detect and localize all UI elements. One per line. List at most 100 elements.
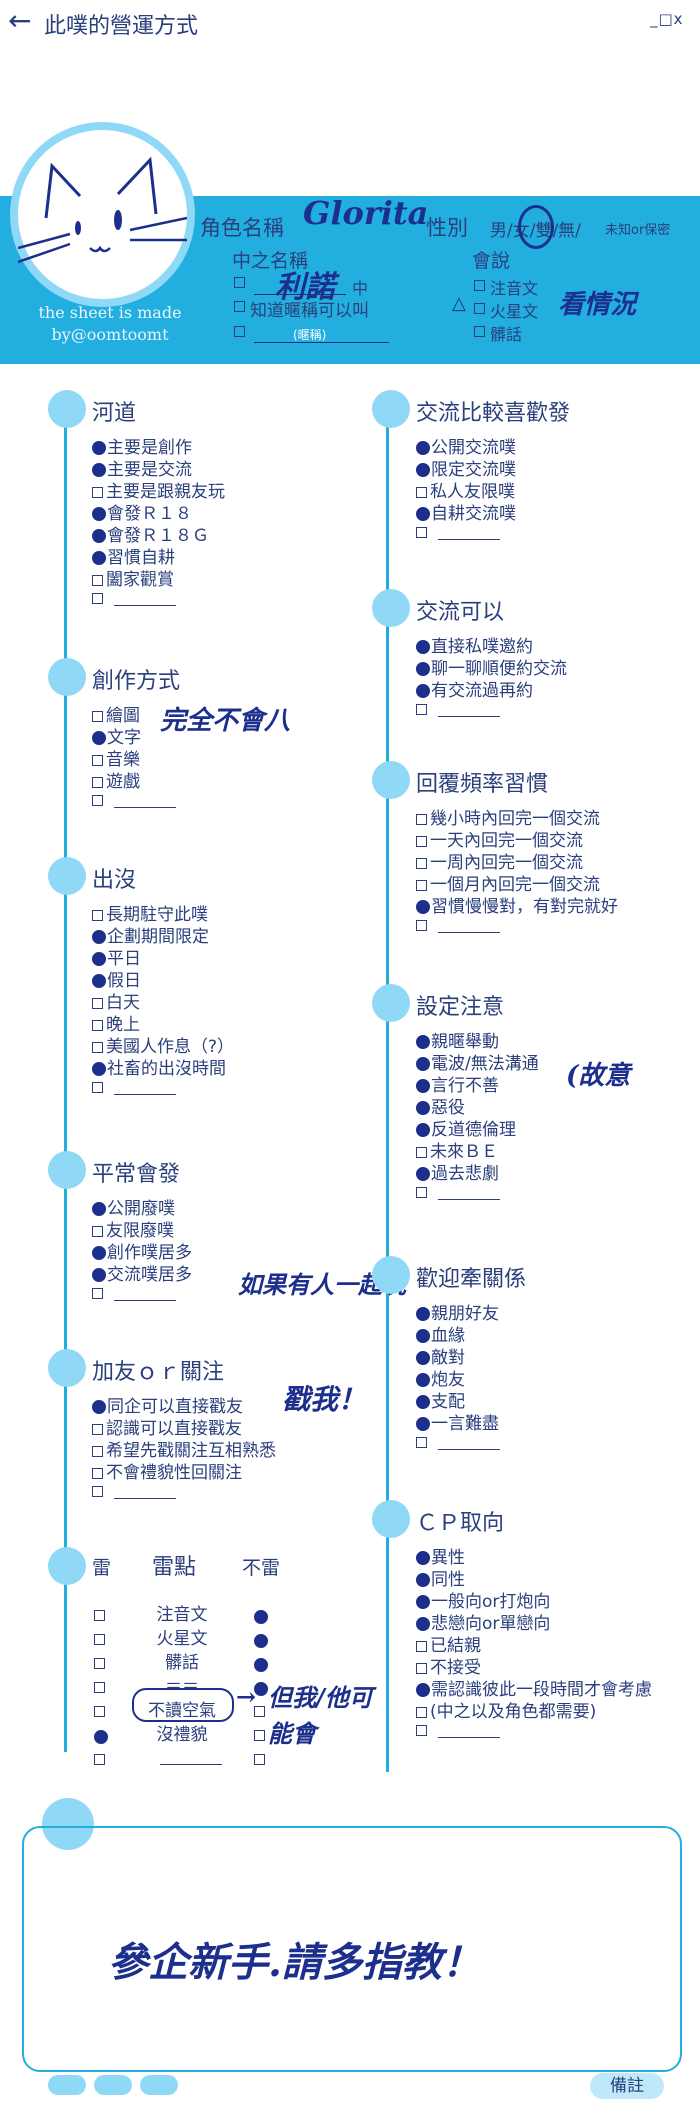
checklist-item[interactable]: 創作噗居多 xyxy=(92,1242,192,1264)
blank-line[interactable] xyxy=(438,1185,500,1200)
checklist-item[interactable]: 同性 xyxy=(416,1569,652,1591)
checklist-item[interactable]: 言行不善 xyxy=(416,1075,539,1097)
mine-checkbox[interactable] xyxy=(94,1610,105,1621)
safe-checkbox[interactable] xyxy=(254,1730,265,1741)
unchecked-box[interactable] xyxy=(92,486,103,498)
checked-box[interactable] xyxy=(92,529,106,543)
mine-checkbox[interactable] xyxy=(94,1634,105,1645)
checklist-item[interactable]: 會發Ｒ１８Ｇ xyxy=(92,525,225,547)
checklist-item[interactable]: 直接私噗邀約 xyxy=(416,636,567,658)
blank-line[interactable] xyxy=(114,591,176,606)
safe-checkbox[interactable] xyxy=(254,1706,265,1717)
checked-box[interactable] xyxy=(416,1123,430,1137)
alias-option-checkbox[interactable] xyxy=(234,301,245,312)
unchecked-box[interactable] xyxy=(92,1082,103,1093)
safe-checkbox[interactable] xyxy=(254,1658,268,1672)
checked-box[interactable] xyxy=(416,1417,430,1431)
checklist-item[interactable]: 友限廢噗 xyxy=(92,1220,192,1242)
checked-box[interactable] xyxy=(92,441,106,455)
checklist-item[interactable]: 同企可以直接戳友 xyxy=(92,1396,276,1418)
checklist-item[interactable]: 惡役 xyxy=(416,1097,539,1119)
checked-box[interactable] xyxy=(416,640,430,654)
unchecked-box[interactable] xyxy=(416,1706,427,1718)
unchecked-box[interactable] xyxy=(92,1486,103,1497)
unchecked-box[interactable] xyxy=(92,1019,103,1031)
checked-box[interactable] xyxy=(416,1551,430,1565)
checklist-item[interactable]: 公開交流噗 xyxy=(416,437,516,459)
unchecked-box[interactable] xyxy=(416,813,427,825)
checked-box[interactable] xyxy=(92,463,106,477)
window-controls[interactable]: _□x xyxy=(650,10,684,28)
checklist-item[interactable]: 幾小時內回完一個交流 xyxy=(416,808,618,830)
mine-checkbox[interactable] xyxy=(94,1706,105,1717)
blank-item[interactable] xyxy=(416,918,618,933)
blank-item[interactable] xyxy=(416,525,516,540)
blank-item[interactable] xyxy=(416,1435,500,1450)
blank-line[interactable] xyxy=(114,1286,176,1301)
blank-item[interactable] xyxy=(92,591,225,606)
checked-box[interactable] xyxy=(416,662,430,676)
speak-checkbox-1[interactable] xyxy=(474,280,485,291)
checked-box[interactable] xyxy=(92,551,106,565)
pill-3[interactable] xyxy=(140,2075,178,2095)
checklist-item[interactable]: 已結親 xyxy=(416,1635,652,1657)
checklist-item[interactable]: 企劃期間限定 xyxy=(92,926,234,948)
checklist-item[interactable]: 一個月內回完一個交流 xyxy=(416,874,618,896)
checklist-item[interactable]: 白天 xyxy=(92,992,234,1014)
alias-checkbox[interactable] xyxy=(234,277,245,288)
unchecked-box[interactable] xyxy=(92,754,103,766)
checklist-item[interactable]: 需認識彼此一段時間才會考慮 xyxy=(416,1679,652,1701)
checklist-item[interactable]: 過去悲劇 xyxy=(416,1163,539,1185)
blank-item[interactable] xyxy=(416,1723,652,1738)
checklist-item[interactable]: 一言難盡 xyxy=(416,1413,500,1435)
checklist-item[interactable]: 有交流過再約 xyxy=(416,680,567,702)
checklist-item[interactable]: 電波/無法溝通 xyxy=(416,1053,539,1075)
unchecked-box[interactable] xyxy=(416,1437,427,1448)
checklist-item[interactable]: 私人友限噗 xyxy=(416,481,516,503)
pill-1[interactable] xyxy=(48,2075,86,2095)
checked-box[interactable] xyxy=(416,900,430,914)
blank-line[interactable] xyxy=(438,702,500,717)
checklist-item[interactable]: 自耕交流噗 xyxy=(416,503,516,525)
mine-checkbox[interactable] xyxy=(94,1730,108,1744)
speak-checkbox-3[interactable] xyxy=(474,326,485,337)
checked-box[interactable] xyxy=(416,463,430,477)
unchecked-box[interactable] xyxy=(92,1288,103,1299)
checklist-item[interactable]: 習慣慢慢對，有對完就好 xyxy=(416,896,618,918)
unchecked-box[interactable] xyxy=(92,1423,103,1435)
unchecked-box[interactable] xyxy=(416,835,427,847)
checklist-item[interactable]: 主要是跟親友玩 xyxy=(92,481,225,503)
unchecked-box[interactable] xyxy=(92,710,103,722)
checked-box[interactable] xyxy=(92,1268,106,1282)
unchecked-box[interactable] xyxy=(416,857,427,869)
blank-item[interactable] xyxy=(92,1484,276,1499)
checked-box[interactable] xyxy=(416,1373,430,1387)
checked-box[interactable] xyxy=(92,930,106,944)
checklist-item[interactable]: 主要是創作 xyxy=(92,437,225,459)
checked-box[interactable] xyxy=(416,1595,430,1609)
checklist-item[interactable]: 限定交流噗 xyxy=(416,459,516,481)
safe-checkbox[interactable] xyxy=(254,1634,268,1648)
checklist-item[interactable]: 交流噗居多 xyxy=(92,1264,192,1286)
unchecked-box[interactable] xyxy=(92,1445,103,1457)
unchecked-box[interactable] xyxy=(92,1041,103,1053)
checklist-item[interactable]: 支配 xyxy=(416,1391,500,1413)
unchecked-box[interactable] xyxy=(416,486,427,498)
checked-box[interactable] xyxy=(92,731,106,745)
blank-item[interactable] xyxy=(416,702,567,717)
checked-box[interactable] xyxy=(416,1057,430,1071)
mine-checkbox[interactable] xyxy=(94,1658,105,1669)
checklist-item[interactable]: 異性 xyxy=(416,1547,652,1569)
checked-box[interactable] xyxy=(416,1167,430,1181)
checklist-item[interactable]: 公開廢噗 xyxy=(92,1198,192,1220)
back-arrow-icon[interactable]: ← xyxy=(8,4,32,37)
checklist-item[interactable]: 敵對 xyxy=(416,1347,500,1369)
unchecked-box[interactable] xyxy=(92,593,103,604)
blank-line[interactable] xyxy=(438,1435,500,1450)
unchecked-box[interactable] xyxy=(416,704,427,715)
blank-line[interactable] xyxy=(114,1484,176,1499)
checked-box[interactable] xyxy=(416,1329,430,1343)
blank-line[interactable] xyxy=(438,525,500,540)
blank-line[interactable] xyxy=(160,1750,222,1765)
checked-box[interactable] xyxy=(92,1062,106,1076)
